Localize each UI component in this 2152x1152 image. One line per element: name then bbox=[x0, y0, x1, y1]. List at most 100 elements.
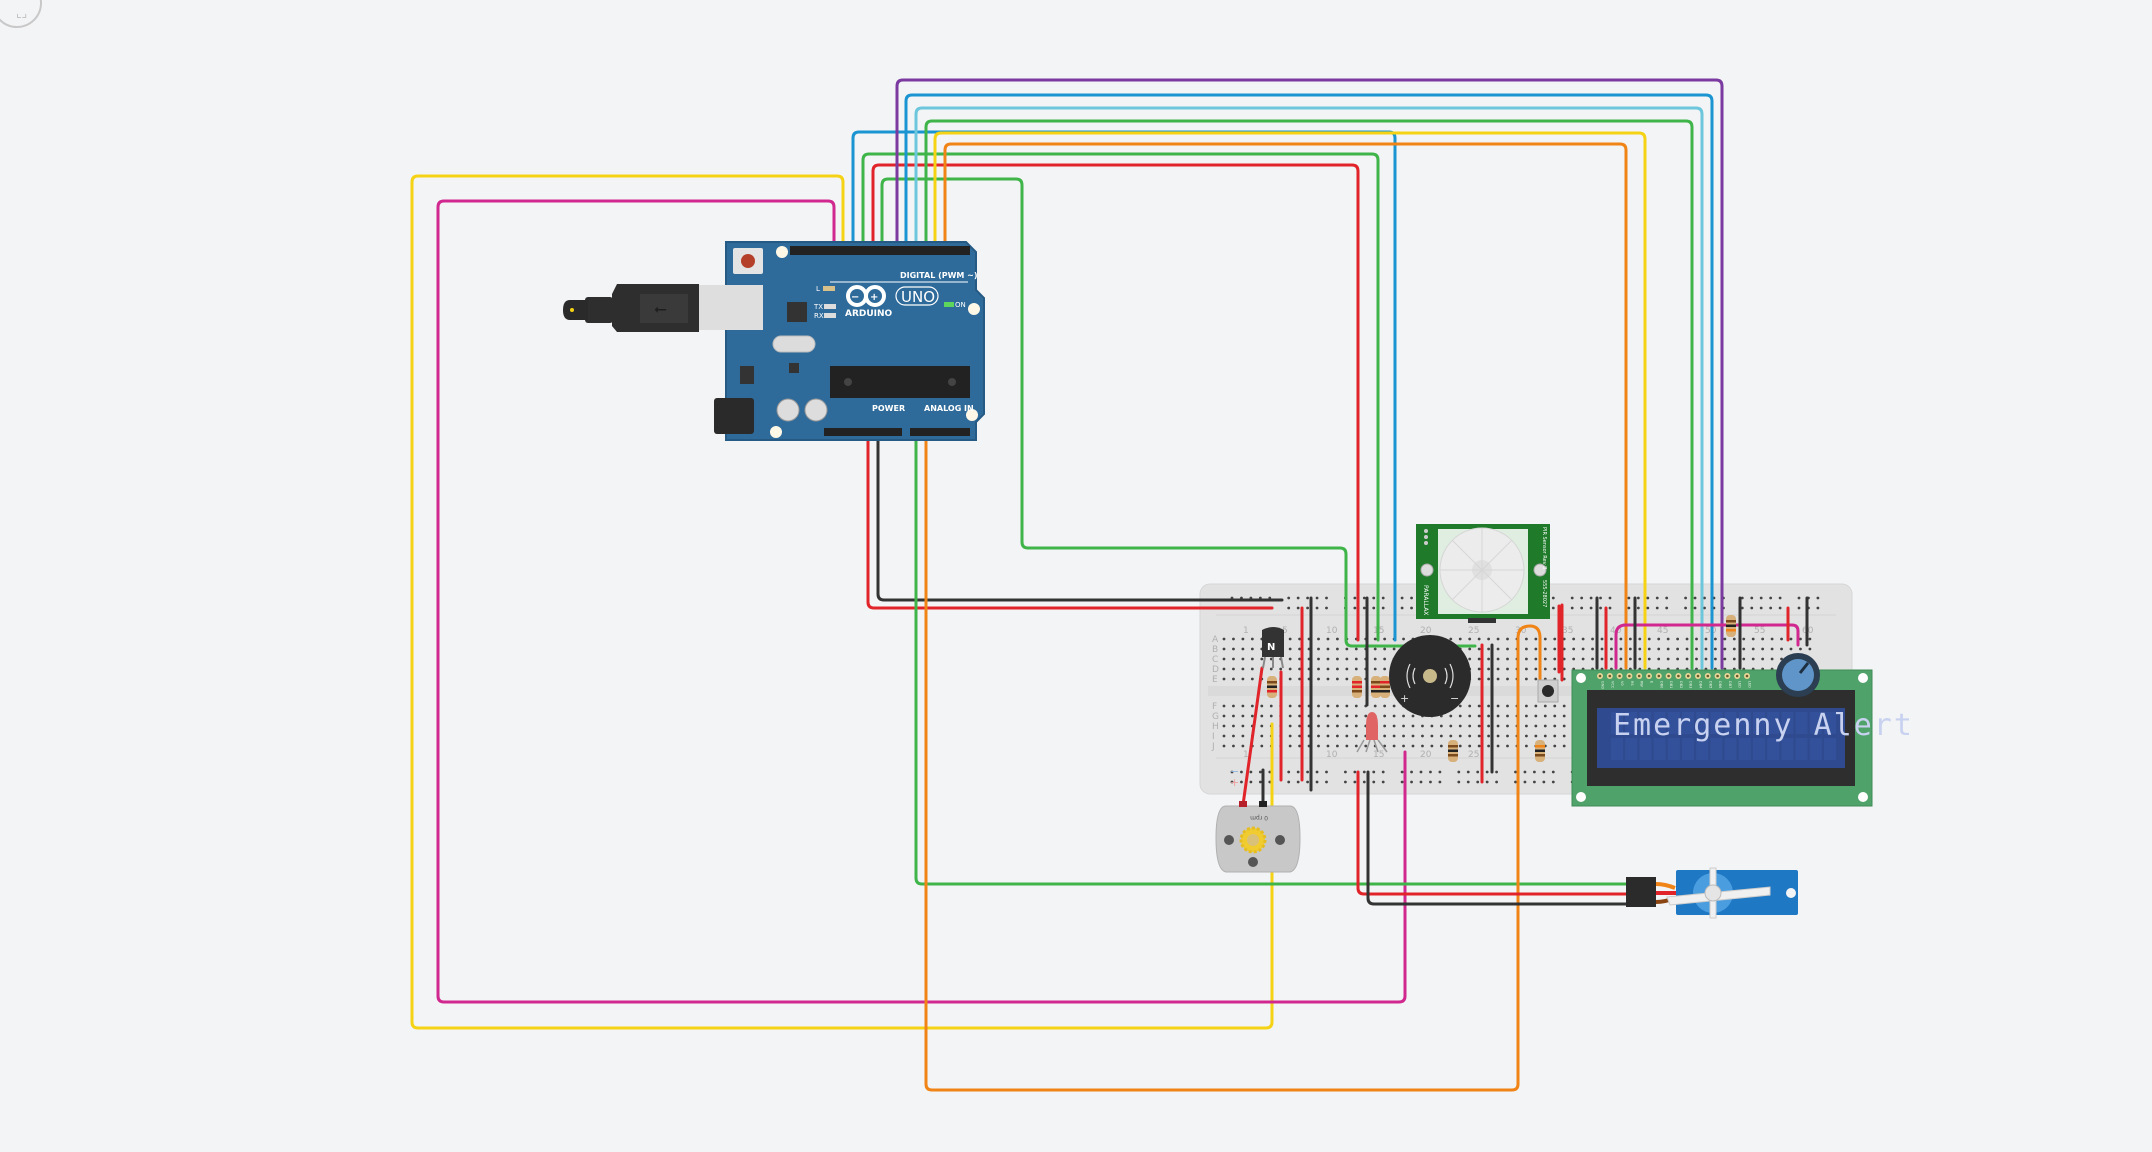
breadboard-hole bbox=[1232, 714, 1235, 718]
breadboard-hole bbox=[1336, 677, 1339, 681]
wire-orange-2[interactable] bbox=[943, 142, 1628, 670]
lcd-pin-label: VCC bbox=[1610, 681, 1614, 689]
rail-hole bbox=[1466, 780, 1470, 784]
resistor[interactable] bbox=[1380, 676, 1390, 698]
breadboard-hole bbox=[1326, 677, 1330, 681]
breadboard-hole bbox=[1666, 637, 1670, 641]
breadboard-hole bbox=[1354, 647, 1358, 651]
wire-green-4[interactable] bbox=[924, 119, 1694, 670]
breadboard-hole bbox=[1421, 744, 1424, 748]
usb-cable[interactable]: ⭠ bbox=[563, 284, 763, 332]
piezo-buzzer[interactable]: + − bbox=[1389, 635, 1471, 717]
power-label: POWER bbox=[872, 404, 905, 413]
breadboard-hole bbox=[1553, 647, 1557, 651]
resistor[interactable] bbox=[1535, 740, 1545, 762]
wire-lcd-magenta[interactable] bbox=[1614, 623, 1800, 670]
arduino-uno[interactable]: DIGITAL (PWM ~) − + ARDUINO UNO L TX RX … bbox=[714, 241, 985, 441]
breadboard-hole bbox=[1704, 657, 1708, 661]
lcd-char-cell bbox=[1625, 712, 1638, 734]
rail-hole bbox=[1750, 606, 1754, 610]
micro-servo[interactable] bbox=[1626, 867, 1798, 919]
rail-hole bbox=[1495, 770, 1498, 774]
wire-motor-red[interactable] bbox=[1241, 666, 1264, 807]
breadboard-hole bbox=[1591, 647, 1594, 651]
breadboard-hole bbox=[1232, 744, 1235, 748]
breadboard-hole bbox=[1477, 667, 1481, 671]
red-led[interactable] bbox=[1356, 712, 1388, 753]
breadboard-hole bbox=[1336, 667, 1339, 671]
resistor[interactable] bbox=[1371, 676, 1381, 698]
breadboard-hole bbox=[1392, 724, 1396, 728]
potentiometer[interactable] bbox=[1776, 653, 1820, 697]
wire-gnd-black[interactable] bbox=[876, 430, 1284, 602]
breadboard-hole bbox=[1241, 744, 1245, 748]
reset-button[interactable] bbox=[733, 248, 763, 274]
breadboard-hole bbox=[1232, 657, 1235, 661]
wire-a0-green[interactable] bbox=[914, 430, 1634, 886]
wire-yellow[interactable] bbox=[410, 174, 1274, 1030]
wire-green-10[interactable] bbox=[861, 152, 1380, 642]
breadboard-hole bbox=[1260, 714, 1264, 718]
wire-lightblue[interactable] bbox=[914, 106, 1704, 670]
lcd-pin-hole bbox=[1716, 674, 1719, 678]
breadboard-hole bbox=[1222, 637, 1226, 641]
npn-transistor[interactable]: N bbox=[1262, 627, 1284, 669]
rail-hole bbox=[1457, 770, 1461, 774]
wire-a1-orange[interactable] bbox=[924, 430, 1542, 1092]
led-on bbox=[944, 302, 954, 307]
breadboard-hole bbox=[1260, 657, 1264, 661]
resistor[interactable] bbox=[1726, 615, 1736, 637]
rail-hole bbox=[1514, 780, 1517, 784]
wire-blue-6[interactable] bbox=[904, 93, 1714, 670]
rail-hole bbox=[1325, 596, 1328, 600]
atmega-chip bbox=[830, 366, 970, 398]
rail-hole bbox=[1485, 780, 1489, 784]
wire-green-8[interactable] bbox=[880, 177, 1477, 648]
transistor-label: N bbox=[1267, 642, 1275, 653]
breadboard-hole bbox=[1364, 744, 1368, 748]
breadboard-hole bbox=[1666, 647, 1670, 651]
breadboard-hole bbox=[1392, 714, 1396, 718]
wire-red-9[interactable] bbox=[871, 163, 1360, 642]
wire-5v-red[interactable] bbox=[866, 430, 1274, 610]
breadboard-hole bbox=[1345, 744, 1349, 748]
breadboard-hole bbox=[1241, 734, 1245, 738]
breadboard-hole bbox=[1799, 647, 1802, 651]
pushbutton[interactable] bbox=[1537, 679, 1559, 703]
dc-motor[interactable]: 0 rpm bbox=[1215, 801, 1301, 873]
breadboard-hole bbox=[1317, 734, 1320, 738]
resistor[interactable] bbox=[1267, 676, 1277, 698]
breadboard-hole bbox=[1411, 744, 1415, 748]
breadboard-hole bbox=[1477, 704, 1481, 708]
pir-sensor[interactable]: PARALLAX PIR Sensor Rev B 555-28027 bbox=[1416, 524, 1550, 623]
col-label: 25 bbox=[1468, 750, 1479, 760]
breadboard-hole bbox=[1496, 677, 1500, 681]
lcd-char-cell bbox=[1611, 712, 1623, 734]
lcd-pin-hole bbox=[1706, 674, 1710, 678]
mounting-hole bbox=[776, 246, 788, 258]
breadboard-hole bbox=[1704, 637, 1708, 641]
rail-hole bbox=[1769, 606, 1773, 610]
small-chip bbox=[789, 363, 799, 373]
resistor[interactable] bbox=[1448, 740, 1458, 762]
wire-servo-red[interactable] bbox=[1356, 770, 1634, 896]
breadboard-hole bbox=[1288, 744, 1292, 748]
wire-yellow-3[interactable] bbox=[933, 131, 1647, 670]
breadboard-hole bbox=[1250, 637, 1254, 641]
wire-servo-black[interactable] bbox=[1366, 770, 1634, 906]
breadboard-hole bbox=[1411, 714, 1415, 718]
resistor[interactable] bbox=[1352, 676, 1362, 698]
breadboard-hole bbox=[1506, 714, 1509, 718]
lcd-char-cell bbox=[1625, 738, 1638, 760]
breadboard-hole bbox=[1241, 647, 1245, 651]
capacitor bbox=[776, 398, 800, 422]
breadboard-hole bbox=[1354, 714, 1358, 718]
wire-purple[interactable] bbox=[895, 78, 1724, 670]
breadboard-hole bbox=[1260, 734, 1264, 738]
wire-magenta[interactable] bbox=[436, 199, 1407, 1004]
rail-hole bbox=[1400, 606, 1404, 610]
rail-hole bbox=[1495, 780, 1498, 784]
lcd-pin-label: E bbox=[1650, 681, 1654, 683]
